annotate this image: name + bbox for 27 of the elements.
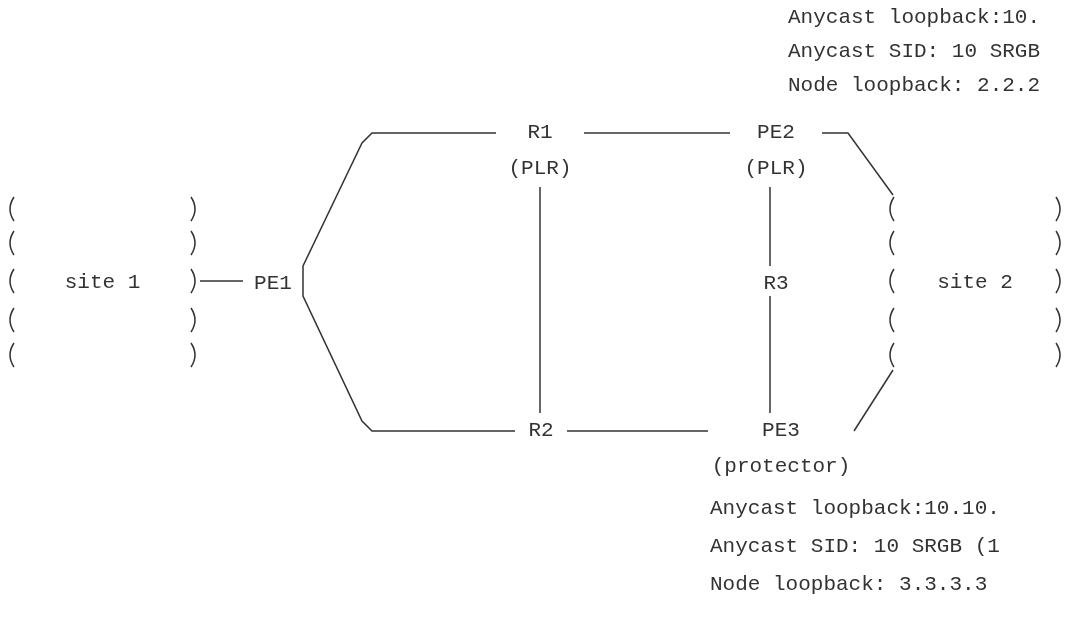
node-name: PE1 [253, 271, 293, 297]
node-role: (PLR) [743, 156, 809, 182]
connector-line [566, 430, 709, 432]
connector-line [769, 186, 771, 267]
connector-line [199, 280, 244, 282]
node-annotation: Node loopback: 3.3.3.3 [710, 572, 988, 598]
connector-line [853, 369, 894, 432]
node-name: R1 [526, 120, 554, 146]
node-name: site 2 [936, 269, 1014, 296]
node-annotation: Anycast loopback:10.10. [710, 496, 1000, 522]
connector-line [302, 280, 516, 432]
node-annotation: Anycast SID: 10 SRGB (1 [710, 534, 1000, 560]
node-annotation: Node loopback: 2.2.2 [788, 73, 1041, 99]
connector-line [769, 295, 771, 414]
connector-line [583, 132, 731, 134]
connector-line [539, 186, 541, 414]
node-name: PE3 [761, 418, 801, 444]
node-name: site 1 [63, 269, 142, 296]
node-annotation: Anycast SID: 10 SRGB [788, 39, 1041, 65]
node-annotation: Anycast loopback:10. [788, 5, 1041, 31]
connector-line [821, 132, 894, 196]
node-name: R2 [527, 418, 555, 444]
node-role: (protector) [710, 454, 852, 480]
node-name: R3 [762, 271, 790, 297]
node-name: PE2 [756, 120, 796, 146]
node-role: (PLR) [507, 156, 573, 182]
connector-line [302, 132, 497, 282]
